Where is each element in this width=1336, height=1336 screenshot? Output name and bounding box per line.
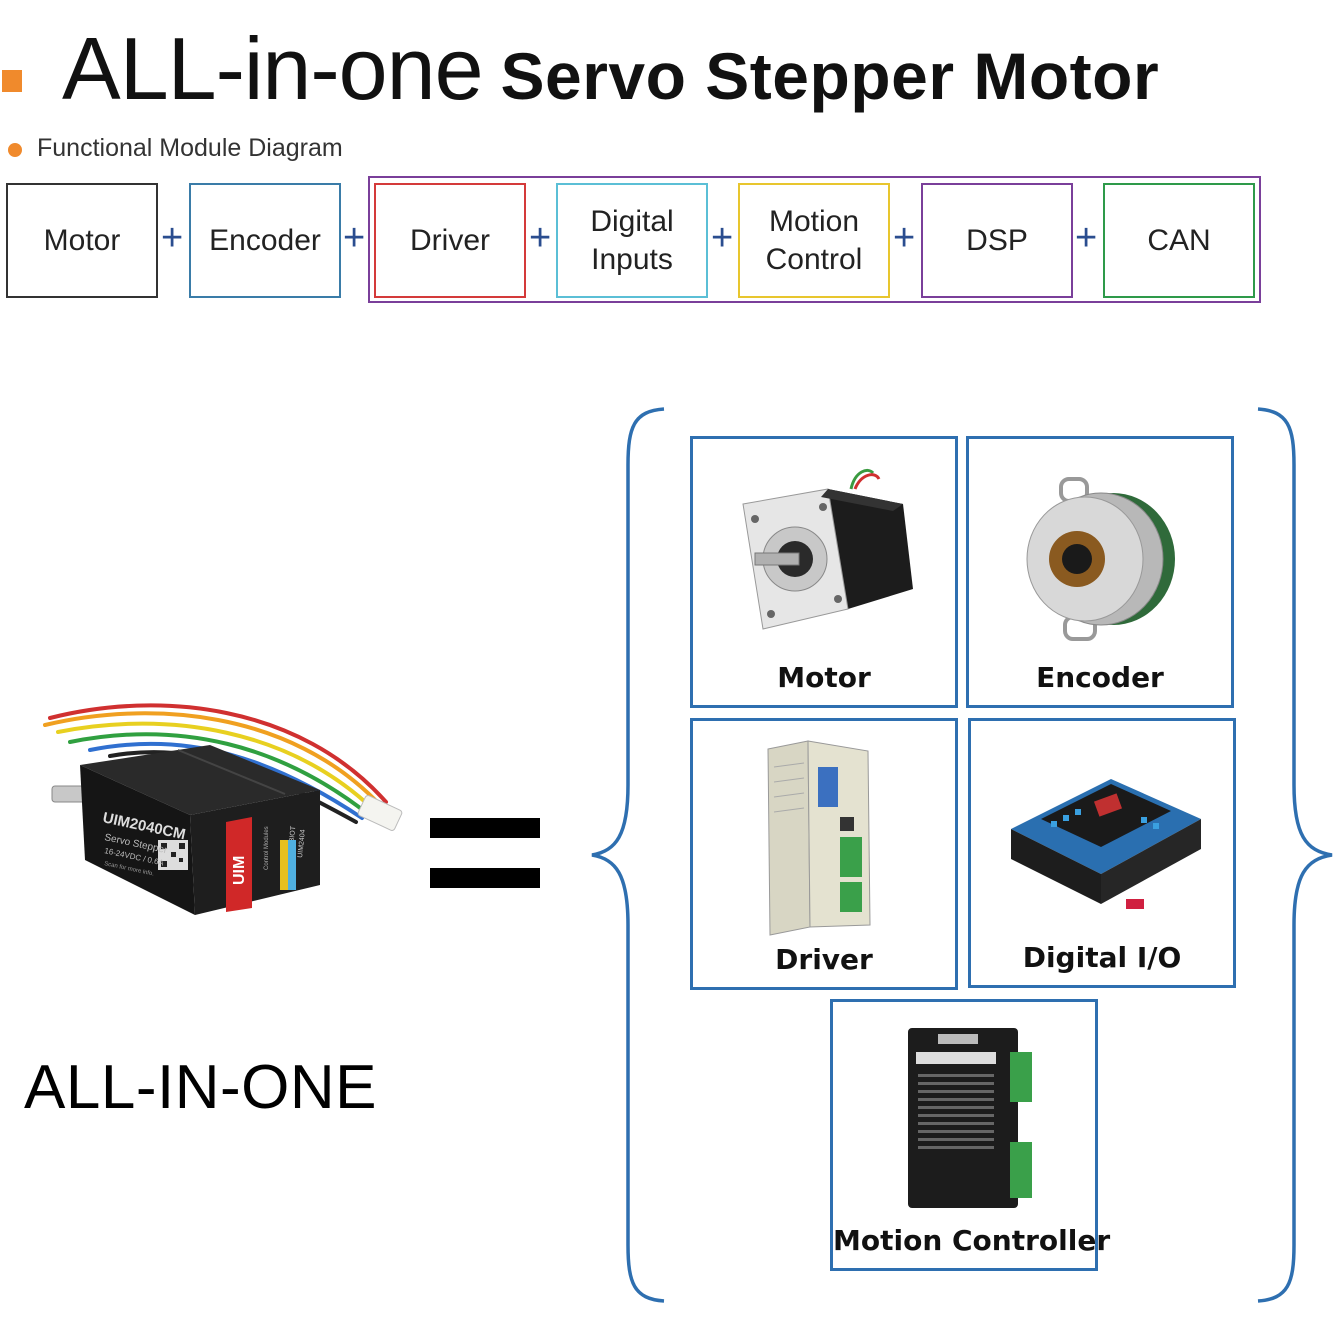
equals-bar-bottom [430,868,540,888]
motion-controller-icon [908,1028,1032,1208]
component-tile-motion-controller: Motion Controller [830,999,1111,1271]
integrated-group-frame [368,176,1261,303]
component-label-motion-controller: Motion Controller [833,1224,1111,1257]
stepper-driver-icon [767,740,871,936]
component-tile-digital-io: Digital I/O [968,718,1236,988]
plus-sign-2: + [343,217,366,259]
module-dsp: DSP [921,183,1073,298]
stepper-motor-icon [742,468,913,630]
component-tile-motor: Motor [690,436,958,708]
equals-bar-top [430,818,540,838]
servo-stepper-product-icon: UIM2040CM Servo Stepper 16-24VDC / 0.6A … [43,703,403,915]
product-side-text: Control Modules [264,826,270,870]
module-motor: Motor [6,183,158,298]
component-label-digital-io: Digital I/O [1022,941,1182,974]
product-brand: UIM [231,856,248,885]
component-label-encoder: Encoder [1036,661,1164,694]
plus-sign-3: + [529,217,552,259]
component-tile-encoder: Encoder [966,436,1234,708]
left-brace-icon [591,407,665,1303]
subtitle-bullet [8,143,22,157]
plus-sign-4: + [711,217,734,259]
rotary-encoder-icon [1026,477,1175,641]
digital-io-module-icon [1011,779,1201,909]
component-label-motor: Motor [777,661,871,694]
component-tile-driver: Driver [690,718,958,990]
product-side2: UIM2404 [297,829,307,858]
subtitle: Functional Module Diagram [37,134,343,162]
module-digital-inputs: Digital Inputs [556,183,708,298]
plus-sign-6: + [1075,217,1098,259]
component-label-driver: Driver [775,943,873,976]
module-driver: Driver [374,183,526,298]
module-encoder: Encoder [189,183,341,298]
title-rest: Servo Stepper Motor [500,39,1160,113]
plus-sign-5: + [893,217,916,259]
all-in-one-label: ALL-IN-ONE [24,1053,377,1122]
right-brace-icon [1257,407,1333,1303]
plus-sign-1: + [161,217,184,259]
title-marker [2,70,22,92]
module-can: CAN [1103,183,1255,298]
module-motion-control: Motion Control [738,183,890,298]
title-main: ALL-in-one [62,19,484,118]
